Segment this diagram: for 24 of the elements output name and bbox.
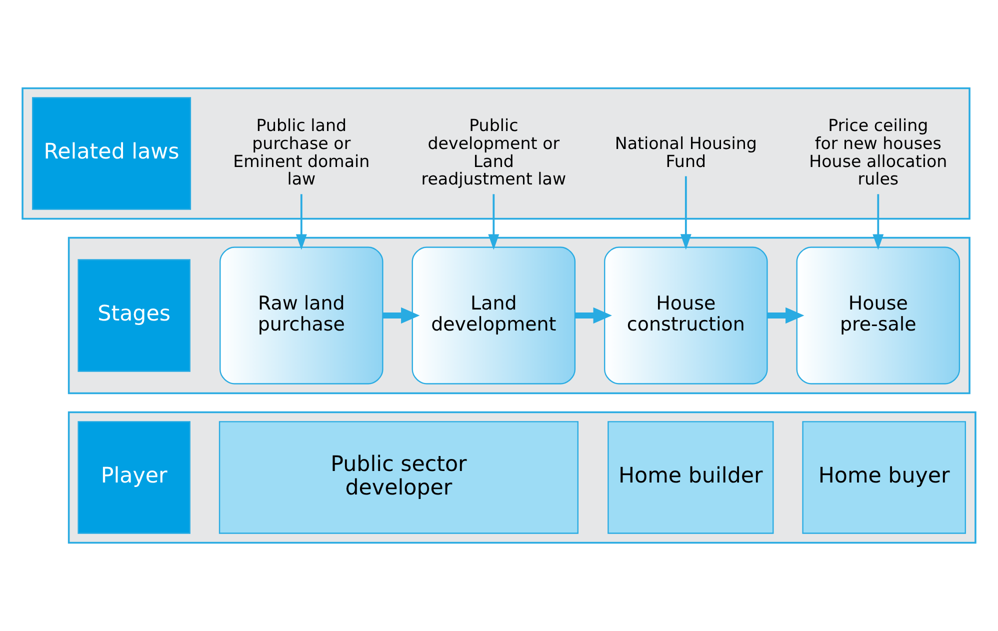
arrow xyxy=(680,176,692,250)
node-text: National Housing Fund xyxy=(614,134,757,171)
arrow xyxy=(488,194,500,250)
arrow xyxy=(872,194,884,250)
node-box: Stages xyxy=(78,259,190,372)
arrow xyxy=(575,307,612,324)
node-box: Related laws xyxy=(32,97,192,210)
node-text: Price ceiling for new houses House allocation rules xyxy=(809,116,948,189)
arrow xyxy=(767,307,804,324)
arrow xyxy=(382,307,420,324)
node-box: Home builder xyxy=(608,421,774,534)
node-box: Public sector developer xyxy=(218,421,579,534)
node-box: Land development xyxy=(412,246,576,384)
node-box: House pre-sale xyxy=(796,246,960,384)
cluster xyxy=(22,87,970,220)
node-text: Public development or Land readjustment law xyxy=(421,116,566,189)
node-box: Home buyer xyxy=(802,421,966,534)
node-box: House construction xyxy=(604,246,768,384)
node-box: Player xyxy=(78,421,190,534)
node-text: Public land purchase or Eminent domain law xyxy=(233,116,370,189)
cluster xyxy=(68,236,970,394)
arrow xyxy=(296,194,307,250)
node-box: Raw land purchase xyxy=(220,246,384,384)
cluster xyxy=(68,411,976,544)
